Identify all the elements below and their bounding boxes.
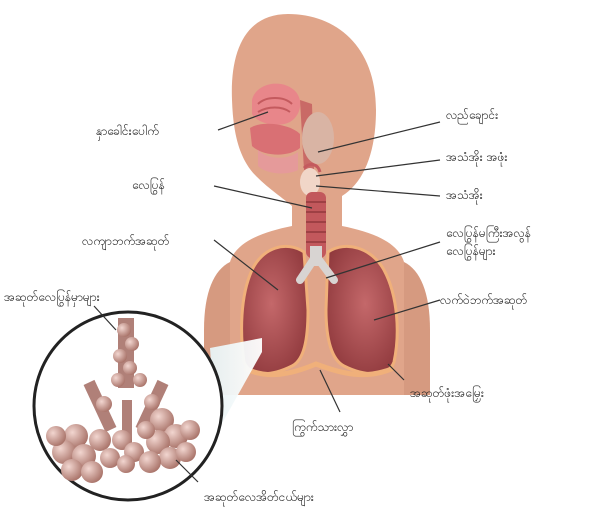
alveoli-magnified — [34, 312, 222, 500]
larynx-shape — [300, 168, 320, 196]
label-bronchi-line1: လေပြွန်မကြီးအလွန် — [446, 226, 531, 240]
label-trachea: လေပြွန် — [132, 178, 165, 192]
label-diaphragm: ကြွက်သားလွှာ — [292, 420, 353, 434]
label-bronchi-line2: လေပြွန်များ — [446, 244, 496, 258]
label-larynx: အသံအိုး — [446, 188, 483, 202]
label-left-lung: လက်ဝဲဘက်အဆုတ် — [440, 293, 527, 307]
label-bronchioles: အဆုတ်လေပြွန်မှာများ — [4, 290, 100, 304]
label-pharynx: လည်ချောင်း — [446, 108, 498, 122]
label-right-lung: လကျာဘက်အဆုတ် — [82, 234, 169, 248]
label-alveoli: အဆုတ်လေအိတ်ငယ်များ — [204, 490, 314, 504]
label-epiglottis: အသံအိုး အဖုံး — [446, 150, 507, 164]
label-nasal-cavity: နှာခေါင်းပေါက် — [96, 124, 159, 138]
label-pleura: အဆုတ်ဖုံးအမြှေး — [410, 386, 484, 400]
